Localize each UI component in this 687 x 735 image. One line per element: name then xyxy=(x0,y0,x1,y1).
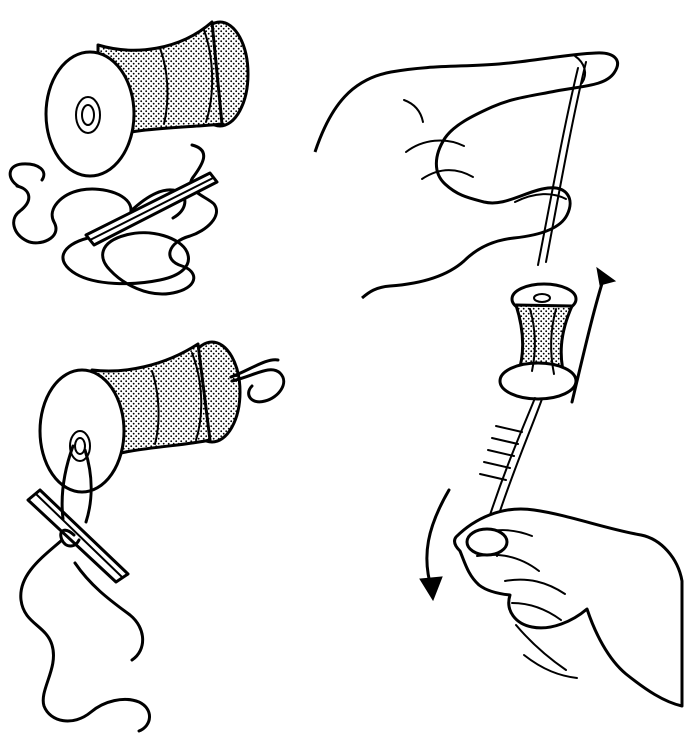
lower-twisted-thread xyxy=(480,398,542,523)
spool-with-stick-and-thread xyxy=(10,22,248,294)
spinning-spool-right xyxy=(500,284,576,399)
up-arrow xyxy=(572,268,615,402)
down-curved-arrow xyxy=(420,490,449,600)
spool-top-left xyxy=(46,22,248,176)
thread-tied-to-stick xyxy=(21,342,284,731)
lower-hand xyxy=(455,509,682,706)
fingers-spinning-spool xyxy=(315,53,682,706)
spool-bottom-left xyxy=(40,342,240,492)
loose-thread-bottom-left xyxy=(21,540,150,731)
